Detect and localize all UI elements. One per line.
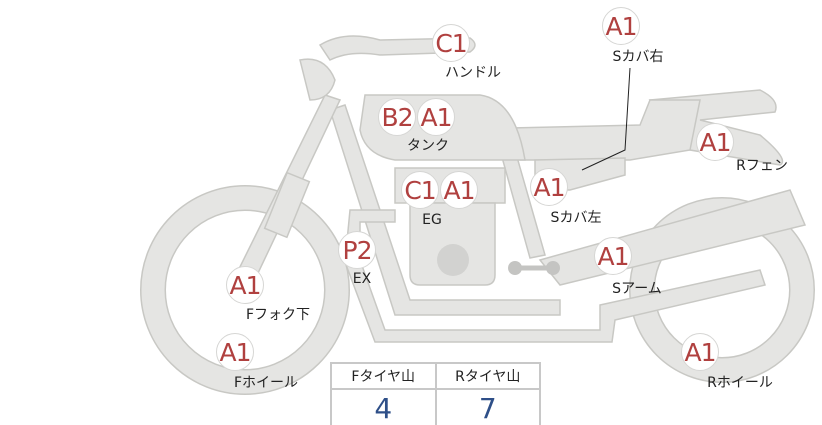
- grade-badge-engine-1: C1: [401, 171, 439, 209]
- label-exhaust: EX: [352, 271, 372, 287]
- label-front-fork-lower: Fフォク下: [245, 307, 311, 323]
- leader-line: [581, 67, 631, 171]
- label-swing-arm: Sアーム: [612, 281, 662, 297]
- grade-badge-exhaust: P2: [338, 231, 376, 269]
- value-front-tyre: 4: [330, 388, 437, 425]
- headlight-shape: [299, 58, 336, 101]
- grade-badge-front-wheel: A1: [216, 333, 254, 371]
- grade-badge-engine-2: A1: [440, 171, 478, 209]
- value-rear-tyre: 7: [434, 388, 541, 425]
- grade-badge-rear-wheel: A1: [681, 333, 719, 371]
- grade-badge-side-cover-left: A1: [530, 168, 568, 206]
- header-rear-tyre: Rタイヤ山: [434, 362, 541, 390]
- exhaust-shape: [344, 209, 766, 343]
- grade-badge-front-fork-lower: A1: [226, 266, 264, 304]
- label-tank: タンク: [407, 138, 449, 154]
- label-front-wheel: Fホイール: [233, 375, 299, 391]
- label-rear-fender: Rフェン: [736, 158, 788, 174]
- header-front-tyre: Fタイヤ山: [330, 362, 437, 390]
- label-handle: ハンドル: [445, 65, 501, 81]
- frame-shape: [329, 104, 561, 316]
- label-side-cover-left: Sカバ左: [550, 210, 602, 226]
- grade-badge-tank-1: B2: [378, 98, 416, 136]
- tyre-tread-table: Fタイヤ山 Rタイヤ山 4 7: [330, 362, 541, 425]
- label-side-cover-right: Sカバ右: [612, 49, 664, 65]
- grade-badge-handle: C1: [432, 24, 470, 62]
- seat-shape: [508, 99, 701, 161]
- grade-badge-swing-arm: A1: [594, 237, 632, 275]
- label-rear-wheel: Rホイール: [707, 375, 773, 391]
- engine-shape: [409, 202, 496, 286]
- label-engine: EG: [422, 212, 442, 228]
- grade-badge-tank-2: A1: [417, 98, 455, 136]
- grade-badge-side-cover-right: A1: [602, 7, 640, 45]
- grade-badge-rear-fender: A1: [696, 123, 734, 161]
